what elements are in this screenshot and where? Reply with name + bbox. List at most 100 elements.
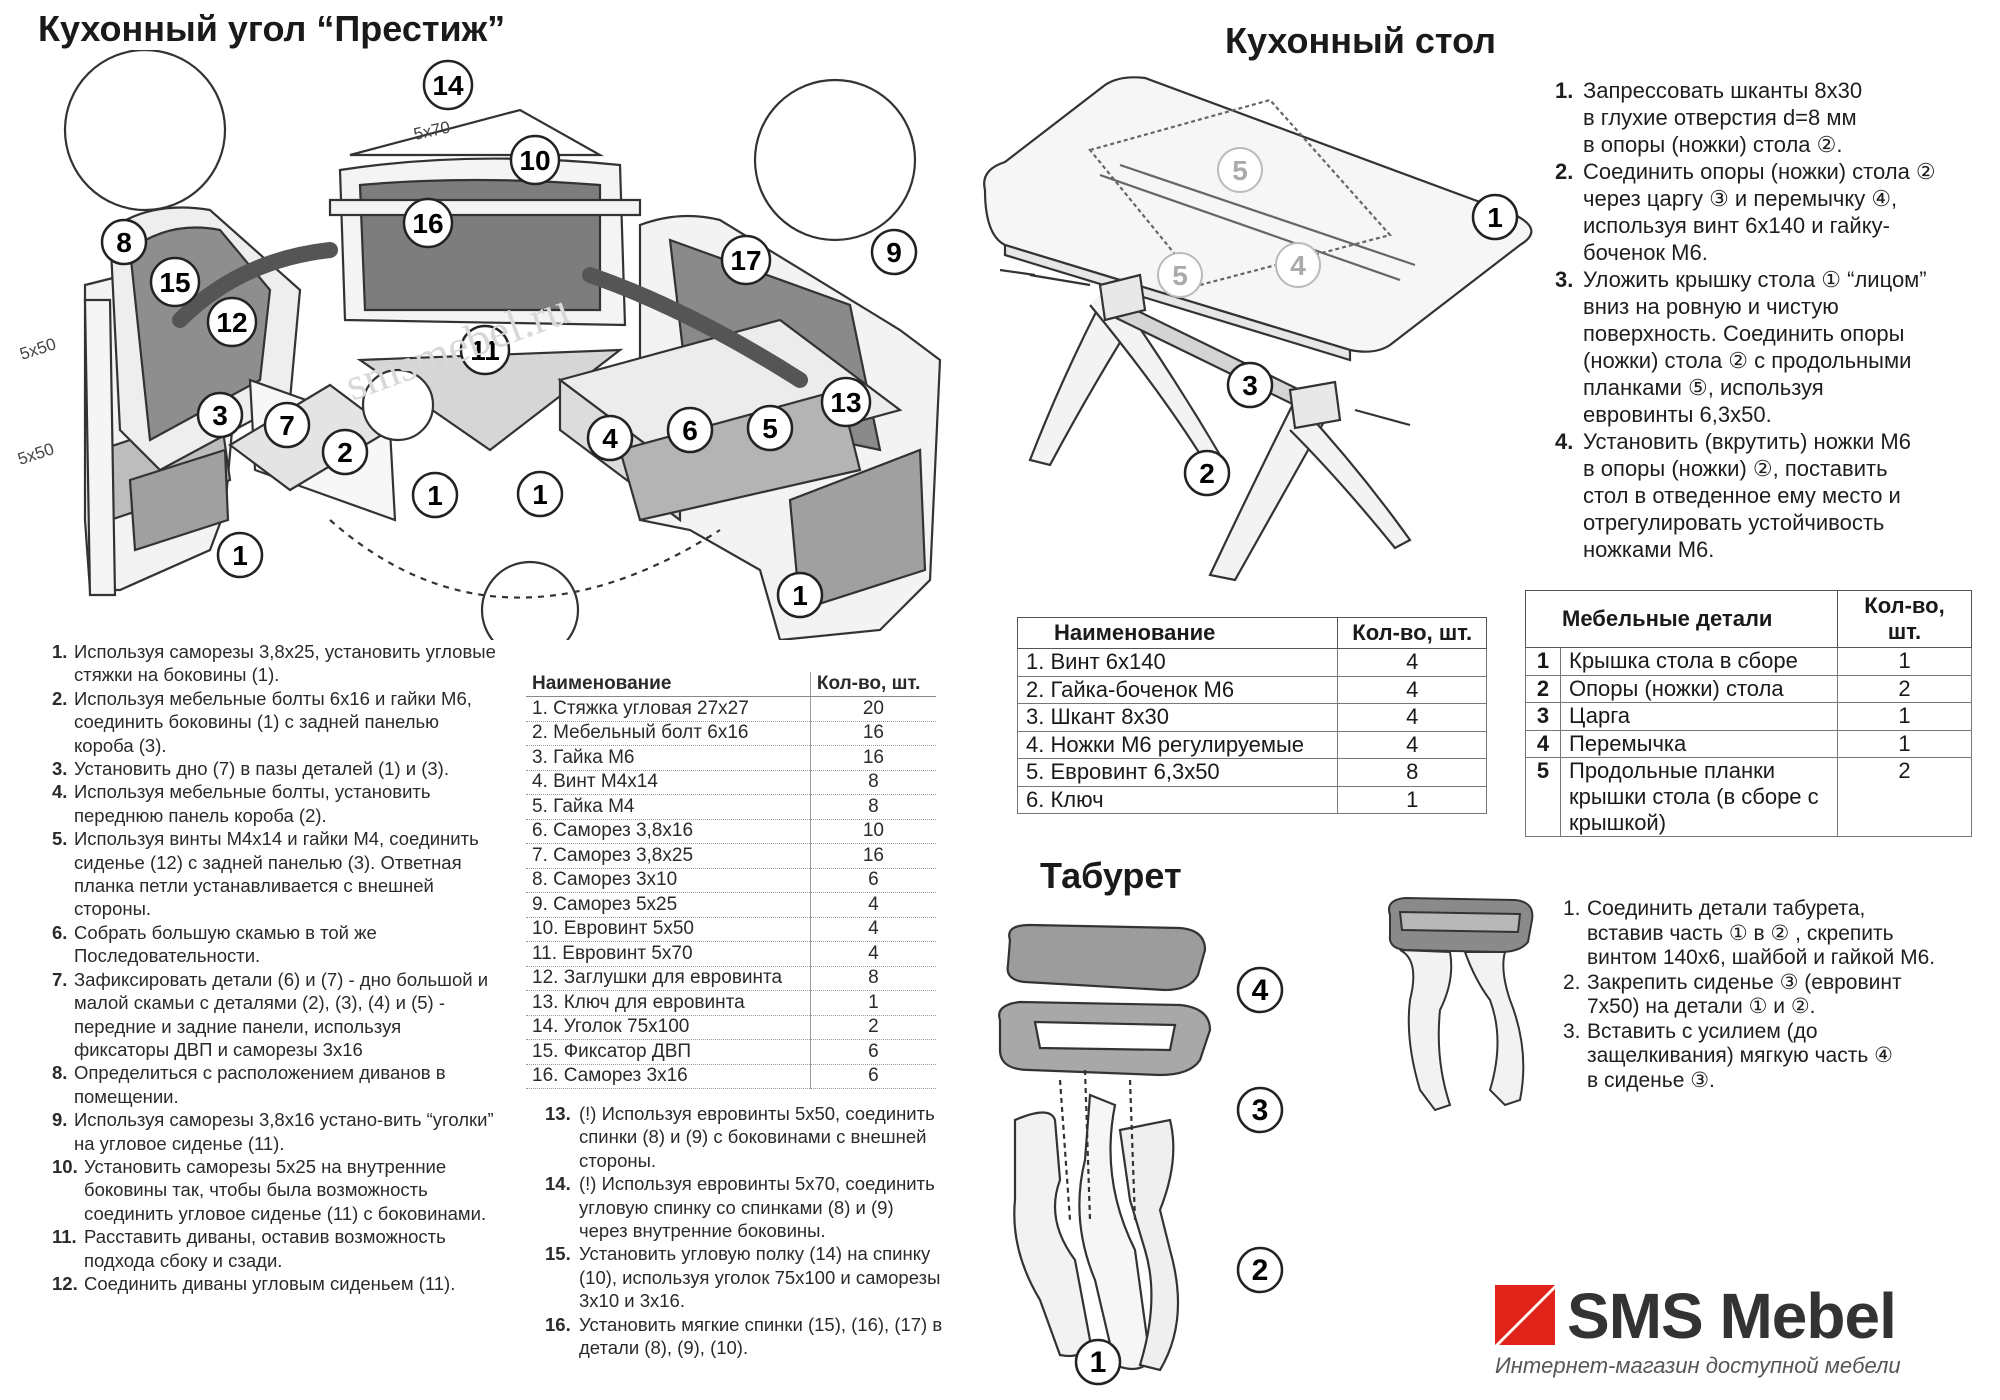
callout-1: 1 [216, 531, 264, 579]
svg-text:5: 5 [1172, 260, 1188, 291]
callout-15: 15 [149, 256, 201, 308]
svg-text:9: 9 [886, 237, 902, 268]
svg-text:14: 14 [432, 70, 464, 101]
svg-text:3: 3 [1252, 1094, 1269, 1127]
callout-10: 10 [509, 134, 561, 186]
corner-step: 2.Используя мебельные болты 6х16 и гайки… [52, 687, 472, 756]
corner-step: 15.Установить угловую полку (14) на спин… [545, 1243, 941, 1312]
callout-5: 5 [1217, 147, 1263, 193]
corner-step: 14.(!) Используя евровинты 5х70, соедини… [545, 1173, 935, 1242]
svg-text:12: 12 [216, 307, 247, 338]
corner-step: 13.(!) Используя евровинты 5х50, соедини… [545, 1103, 935, 1171]
callout-6: 6 [666, 406, 714, 454]
svg-text:6: 6 [682, 415, 698, 446]
corner-step: 3.Установить дно (7) в пазы деталей (1) … [52, 758, 449, 780]
stool-step: 1.Соединить детали табурета,вставив част… [1563, 897, 1936, 969]
corner-step: 7.Зафиксировать детали (6) и (7) - дно б… [52, 968, 489, 1060]
callout-1: 1 [776, 571, 824, 619]
logo-brand: SMS Mebel [1567, 1280, 1897, 1352]
callout-1: 1 [411, 471, 459, 519]
svg-text:15: 15 [159, 267, 190, 298]
corner-steps: 1.Используя саморезы 3,8х25, установить … [52, 640, 497, 1295]
callout-9: 9 [870, 228, 918, 276]
callout-11: 11 [459, 324, 511, 376]
corner-step: 10.Установить саморезы 5х25 на внутренни… [52, 1155, 487, 1224]
logo-mark-icon [1495, 1285, 1555, 1345]
table-header: Кол-во, шт. [1837, 590, 1972, 648]
callout-3: 3 [1236, 1086, 1284, 1134]
corner-step: 11.Расставить диваны, оставив возможност… [52, 1226, 446, 1271]
table-diagram: 1 2 3 4 5 5 [983, 76, 1533, 582]
callout-1: 1 [1471, 193, 1519, 241]
svg-text:3: 3 [1242, 370, 1258, 401]
corner-hardware-table: Наименование Кол-во, шт. 1. Стяжка углов… [526, 672, 936, 1089]
svg-text:11: 11 [470, 335, 500, 366]
logo[interactable]: SMS Mebel Интернет-магазин доступной меб… [1495, 1280, 1985, 1395]
svg-text:1: 1 [427, 480, 443, 511]
svg-text:1: 1 [1487, 202, 1503, 233]
table-callouts: 1 2 3 4 5 5 [1157, 147, 1519, 497]
callout-1: 1 [1074, 1338, 1122, 1386]
corner-step: 8.Определиться с расположением диванов в… [52, 1062, 446, 1107]
svg-text:2: 2 [337, 437, 353, 468]
callout-12: 12 [206, 296, 258, 348]
dim-label-5x50-lower: 5x50 [15, 439, 56, 468]
callout-4: 4 [1236, 966, 1284, 1014]
corner-title: Кухонный угол “Престиж” [38, 8, 506, 49]
stool-title: Табурет [1040, 855, 1182, 896]
corner-step: 5.Используя винты М4х14 и гайки М4, соед… [52, 828, 479, 920]
table-header: Наименование [1016, 617, 1339, 649]
callout-4: 4 [1275, 242, 1321, 288]
stool-steps: 1.Соединить детали табурета,вставив част… [1563, 897, 1983, 1093]
svg-text:1: 1 [232, 540, 248, 571]
callout-2: 2 [1236, 1246, 1284, 1294]
svg-text:8: 8 [116, 227, 132, 258]
corner-step: 1.Используя саморезы 3,8х25, установить … [52, 641, 496, 686]
callout-7: 7 [263, 401, 311, 449]
corner-callouts: 1 1 1 1 2 3 4 5 6 7 8 9 10 11 12 13 14 1… [100, 59, 918, 619]
table-step: 3.Уложить крышку стола ① “лицом”вниз на … [1555, 267, 1927, 427]
svg-text:5: 5 [1232, 155, 1248, 186]
callout-17: 17 [720, 234, 772, 286]
svg-text:10: 10 [519, 145, 550, 176]
svg-text:4: 4 [602, 423, 618, 454]
logo-tagline: Интернет-магазин доступной мебели [1495, 1353, 1901, 1378]
corner-diagram: 5x50 5x50 5x70 1 1 1 1 2 3 4 5 6 7 8 9 1… [15, 50, 942, 640]
corner-steps-b: 13.(!) Используя евровинты 5х50, соедини… [545, 1102, 945, 1359]
corner-step: 16.Установить мягкие спинки (15), (16), … [545, 1313, 943, 1359]
svg-text:5: 5 [762, 413, 778, 444]
svg-text:16: 16 [412, 208, 443, 239]
svg-text:4: 4 [1252, 974, 1269, 1007]
callout-2: 2 [321, 428, 369, 476]
dim-label-5x50-upper: 5x50 [17, 334, 58, 363]
callout-3: 3 [1226, 361, 1274, 409]
